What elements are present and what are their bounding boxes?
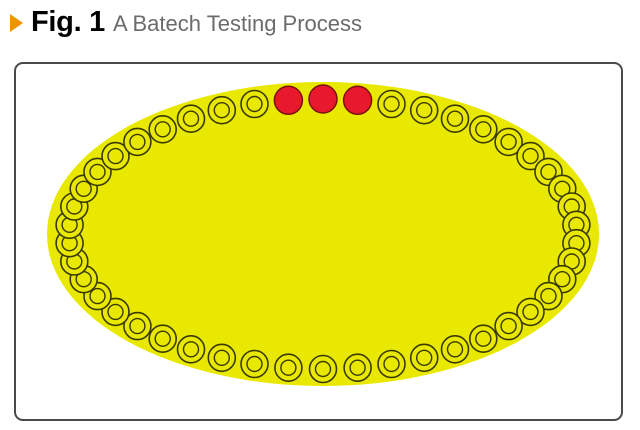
test-position	[409, 95, 439, 125]
test-position	[176, 104, 206, 134]
test-position	[494, 311, 523, 341]
diagram-frame	[14, 62, 623, 421]
test-position	[123, 127, 152, 157]
test-position	[377, 349, 406, 379]
test-position	[308, 354, 338, 384]
test-position-active	[342, 85, 373, 116]
test-position	[207, 95, 237, 125]
test-position	[240, 89, 269, 119]
test-position	[240, 349, 269, 379]
test-position-active	[308, 84, 338, 114]
test-position	[148, 115, 177, 144]
test-position	[123, 311, 152, 341]
test-position	[494, 127, 523, 157]
test-position	[468, 115, 498, 144]
test-position	[440, 334, 470, 364]
tray-ellipse	[47, 82, 599, 386]
test-position	[274, 353, 303, 383]
test-position	[207, 343, 237, 373]
test-position	[409, 343, 439, 373]
test-positions	[55, 84, 591, 384]
test-position	[468, 324, 498, 354]
diagram-canvas	[47, 82, 599, 386]
test-position	[343, 353, 372, 383]
test-position	[101, 141, 130, 171]
figure-label: Fig. 1	[31, 6, 105, 38]
figure-caption: Fig. 1 A Batech Testing Process	[10, 6, 362, 46]
test-position	[516, 297, 545, 327]
test-position	[516, 141, 545, 171]
test-position-active	[273, 85, 304, 116]
figure-title: A Batech Testing Process	[112, 11, 363, 36]
test-position	[440, 104, 470, 134]
test-position	[148, 324, 177, 354]
test-position	[101, 297, 130, 327]
test-position	[534, 281, 563, 311]
test-position	[377, 89, 406, 119]
arrow-right-icon	[10, 14, 23, 32]
test-position	[83, 157, 112, 187]
test-position	[176, 334, 206, 364]
